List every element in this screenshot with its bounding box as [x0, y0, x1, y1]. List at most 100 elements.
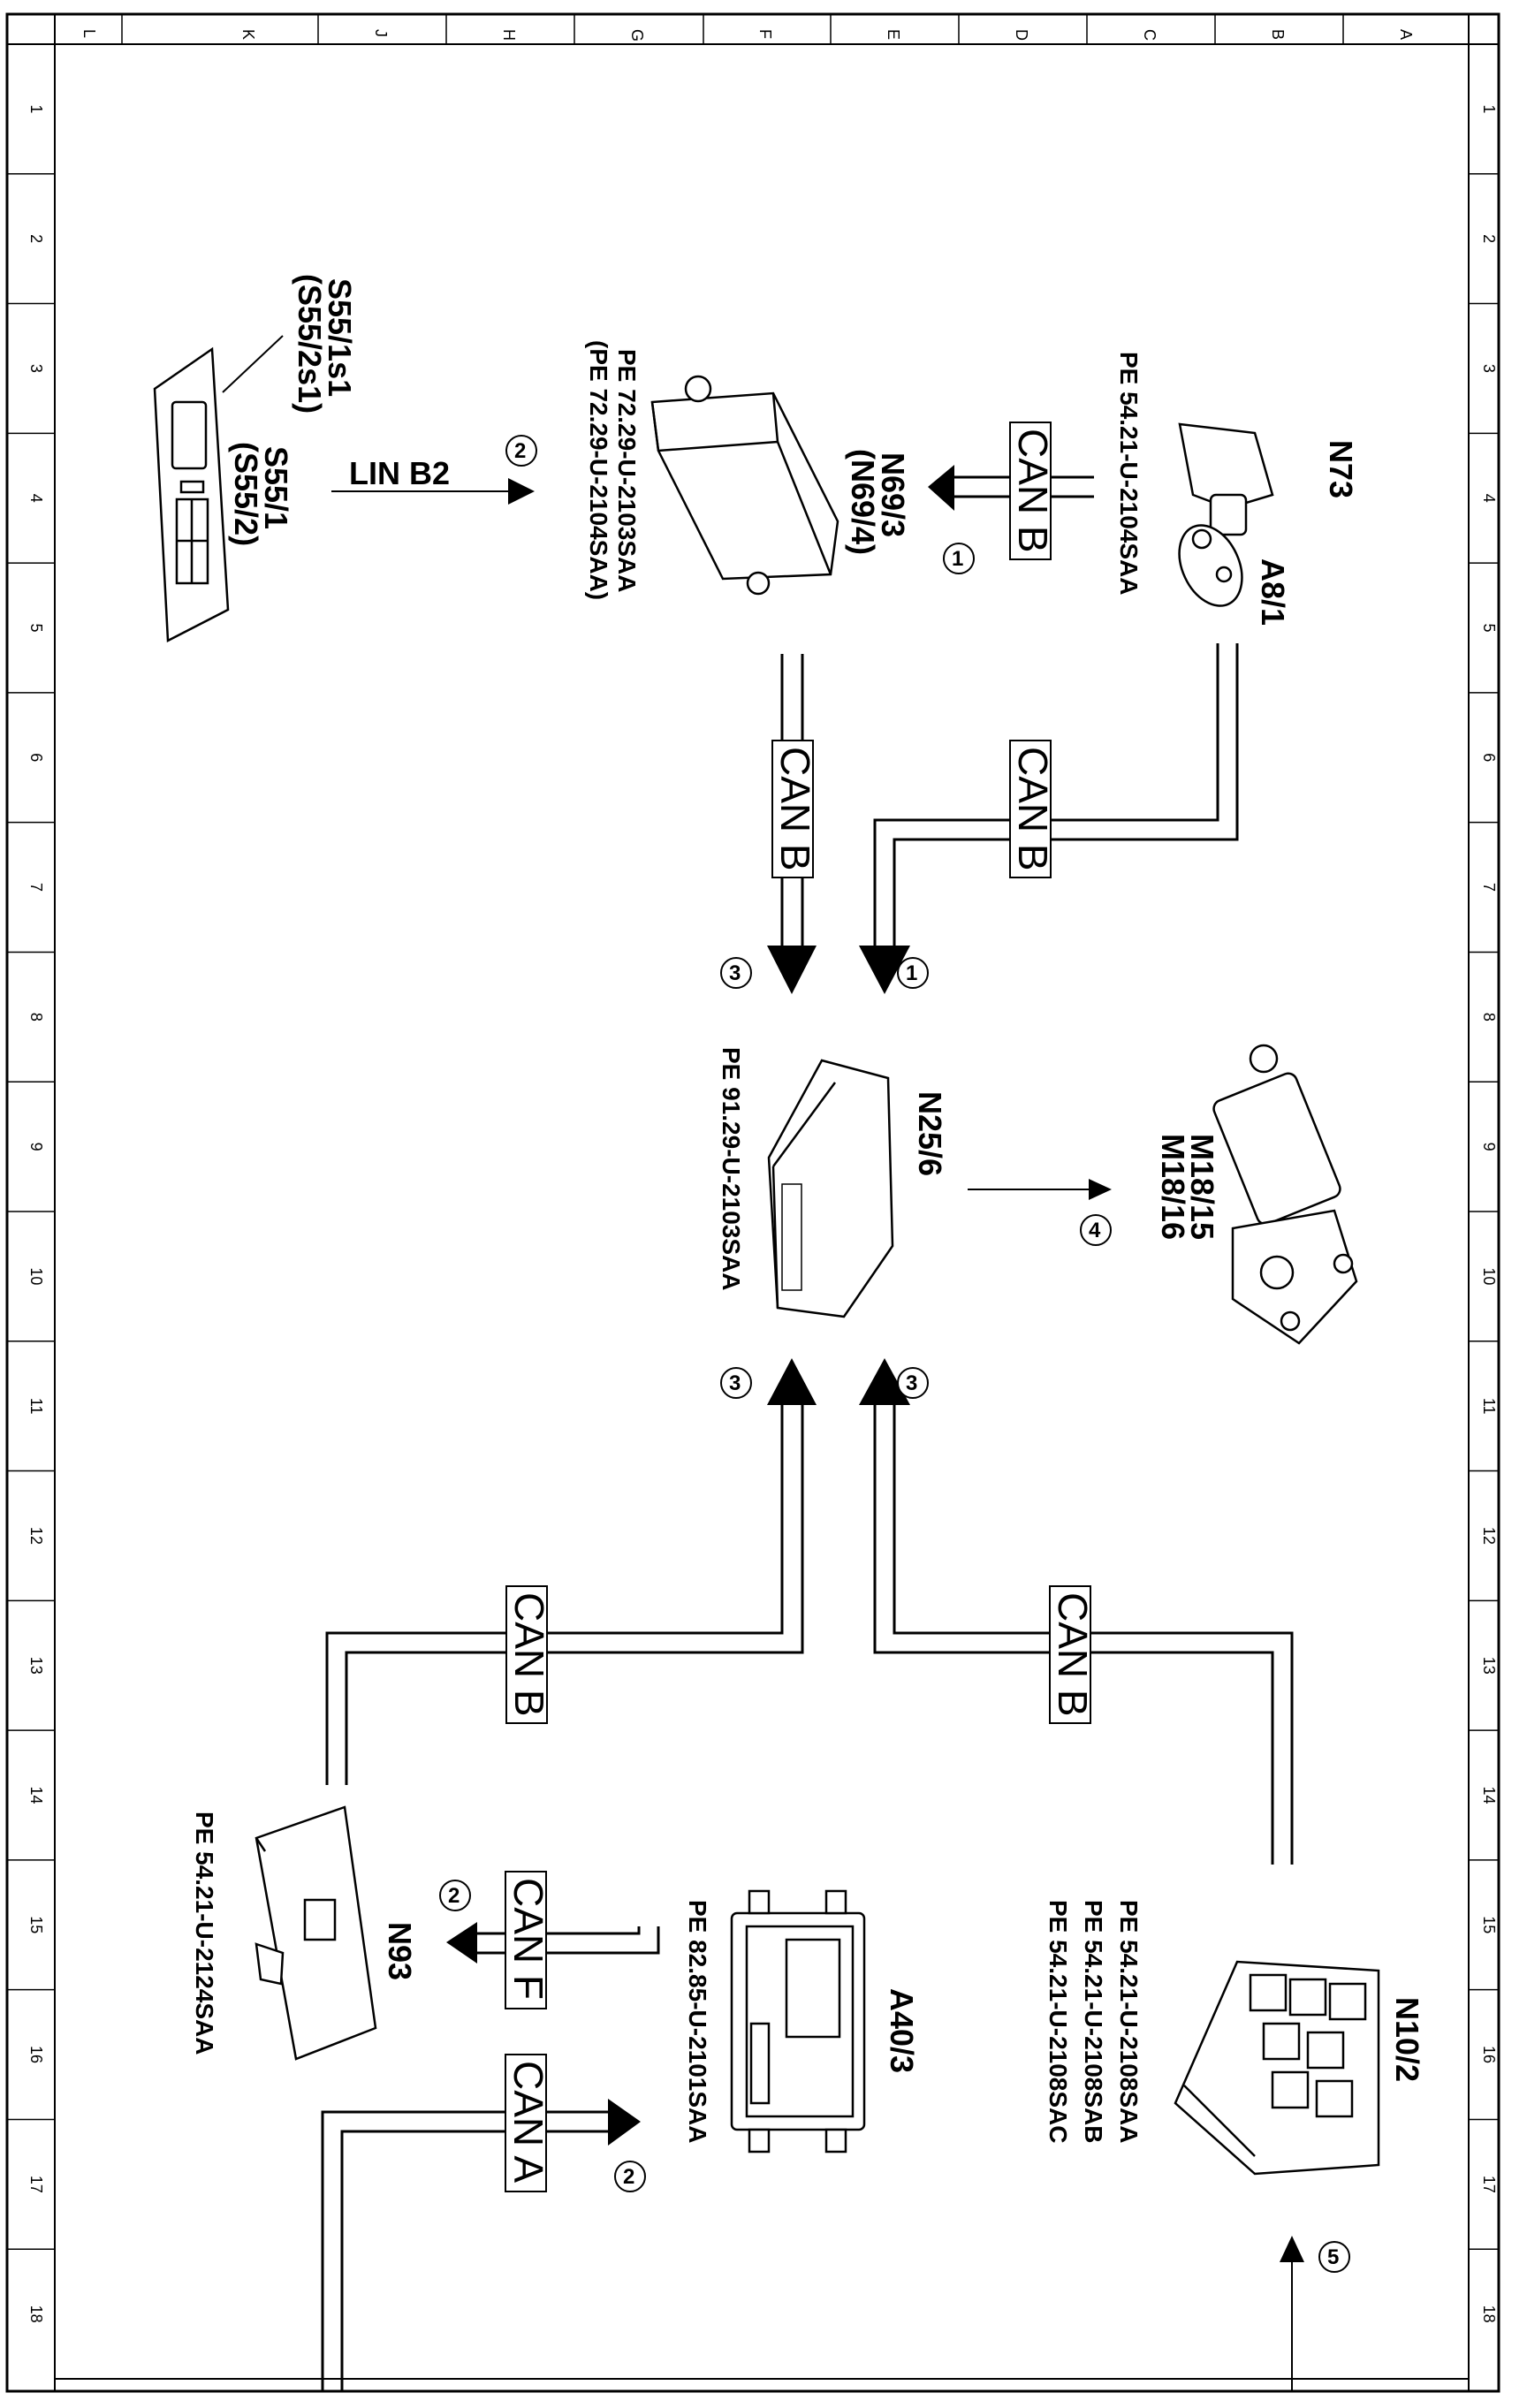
svg-text:CAN B: CAN B — [1010, 747, 1056, 871]
m18-labels: M18/15 M18/16 — [1155, 1134, 1220, 1240]
svg-text:3: 3 — [729, 961, 741, 985]
bus-label-can-b-5: CAN B — [505, 1585, 552, 1724]
svg-text:(S55/2s1): (S55/2s1) — [292, 274, 328, 414]
svg-text:N73: N73 — [1323, 440, 1359, 498]
row-label: 12 — [27, 1527, 45, 1545]
n93-module-drawing — [254, 1805, 377, 2061]
svg-text:PE 54.21-U-2104SAA: PE 54.21-U-2104SAA — [1115, 352, 1143, 595]
svg-text:CAN B: CAN B — [1010, 429, 1056, 553]
row-label: 17 — [27, 2176, 45, 2193]
svg-text:N69/3: N69/3 — [875, 452, 911, 537]
col-label: L — [80, 29, 98, 38]
svg-text:2: 2 — [514, 439, 526, 463]
svg-text:4: 4 — [1089, 1219, 1101, 1242]
n93-labels: N93 PE 54.21-U-2124SAA — [191, 1812, 418, 2055]
bus-label-lin-b2: LIN B2 — [349, 455, 450, 491]
row-label: 13 — [27, 1657, 45, 1675]
svg-text:PE 54.21-U-2108SAA: PE 54.21-U-2108SAA — [1115, 1900, 1143, 2143]
row-label: 10 — [1480, 1267, 1498, 1285]
svg-text:CAN A: CAN A — [505, 2061, 551, 2183]
row-label: 2 — [1480, 234, 1498, 243]
sheet-frame — [5, 12, 1500, 2393]
row-label: 8 — [27, 1013, 45, 1022]
row-label: 2 — [27, 234, 45, 243]
row-label: 15 — [1480, 1916, 1498, 1933]
svg-text:N93: N93 — [382, 1922, 418, 1980]
row-label: 4 — [1480, 494, 1498, 503]
svg-text:CAN B: CAN B — [506, 1592, 552, 1717]
col-label: G — [628, 29, 646, 42]
column-labels: L K J H G F E D C B A — [80, 29, 1415, 42]
n10-module-drawing — [1174, 1960, 1380, 2176]
svg-text:M18/15: M18/15 — [1184, 1134, 1220, 1240]
svg-text:PE 91.29-U-2103SAA: PE 91.29-U-2103SAA — [718, 1047, 745, 1290]
svg-text:PE 82.85-U-2101SAA: PE 82.85-U-2101SAA — [684, 1900, 711, 2143]
row-label: 16 — [27, 2046, 45, 2063]
row-label: 14 — [27, 1786, 45, 1804]
n25-module-drawing — [767, 1059, 894, 1318]
row-label: 1 — [1480, 104, 1498, 113]
svg-text:PE 54.21-U-2108SAC: PE 54.21-U-2108SAC — [1045, 1900, 1072, 2143]
col-label: K — [239, 29, 257, 40]
n25-labels: N25/6 PE 91.29-U-2103SAA — [718, 1047, 948, 1290]
svg-text:CAN F: CAN F — [505, 1878, 551, 2000]
svg-text:S55/1: S55/1 — [258, 446, 294, 529]
col-label: C — [1141, 29, 1159, 41]
row-label: 11 — [27, 1398, 45, 1415]
n69-module-drawing — [650, 375, 839, 596]
svg-text:A8/1: A8/1 — [1255, 558, 1291, 626]
svg-text:N25/6: N25/6 — [912, 1091, 948, 1176]
reference-markers — [439, 435, 1350, 2273]
svg-text:3: 3 — [906, 1371, 917, 1395]
row-label: 9 — [1480, 1143, 1498, 1151]
row-label: 17 — [1480, 2176, 1498, 2193]
row-label: 9 — [27, 1143, 45, 1151]
row-label: 7 — [27, 883, 45, 892]
svg-text:PE 72.29-U-2103SAA: PE 72.29-U-2103SAA — [613, 349, 641, 592]
svg-text:1: 1 — [906, 961, 917, 985]
svg-text:PE 54.21-U-2124SAA: PE 54.21-U-2124SAA — [191, 1812, 218, 2055]
row-label: 8 — [1480, 1013, 1498, 1022]
svg-text:2: 2 — [623, 2165, 634, 2189]
svg-text:2: 2 — [448, 1884, 460, 1908]
svg-text:(S55/2): (S55/2) — [228, 442, 264, 546]
svg-text:N10/2: N10/2 — [1389, 1997, 1425, 2082]
bus-label-can-b-1: CAN B — [1009, 422, 1056, 560]
svg-text:M18/16: M18/16 — [1155, 1134, 1191, 1240]
row-label: 14 — [1480, 1786, 1498, 1804]
row-label: 3 — [1480, 364, 1498, 373]
a40-unit-drawing — [730, 1889, 866, 2154]
row-label: 10 — [27, 1267, 45, 1285]
row-label: 12 — [1480, 1527, 1498, 1545]
n69-labels: N69/3 (N69/4) PE 72.29-U-2103SAA (PE 72.… — [585, 340, 911, 600]
svg-text:(N69/4): (N69/4) — [845, 449, 881, 555]
row-label: 7 — [1480, 883, 1498, 892]
col-label: H — [500, 29, 518, 41]
row-label: 15 — [27, 1916, 45, 1933]
bus-label-can-b-2: CAN B — [1009, 740, 1056, 878]
col-label: D — [1013, 29, 1030, 41]
bus-label-can-b-4: CAN B — [1049, 1585, 1096, 1724]
row-label: 16 — [1480, 2046, 1498, 2063]
bus-label-can-a: CAN A — [505, 2054, 551, 2192]
n73-ignition-switch-drawing — [1178, 422, 1274, 607]
bus-label-can-b-3: CAN B — [771, 740, 818, 878]
s55-labels: S55/1s1 (S55/2s1) S55/1 (S55/2) — [228, 274, 358, 546]
svg-text:(PE 72.29-U-2104SAA): (PE 72.29-U-2104SAA) — [585, 340, 612, 600]
s55-switch-panel-drawing — [153, 346, 230, 642]
col-label: F — [756, 29, 774, 39]
row-label: 18 — [27, 2305, 45, 2323]
row-label: 1 — [27, 104, 45, 113]
row-label: 5 — [1480, 623, 1498, 632]
n73-labels: N73 A8/1 PE 54.21-U-2104SAA — [1115, 352, 1359, 626]
row-label: 4 — [27, 494, 45, 503]
reference-numbers: 2 1 1 3 3 3 4 2 2 5 — [448, 439, 1339, 2269]
m18-motor-drawing — [1212, 1044, 1358, 1345]
col-label: B — [1269, 29, 1287, 40]
row-label: 13 — [1480, 1657, 1498, 1675]
col-label: A — [1397, 29, 1415, 40]
bus-label-can-f: CAN F — [505, 1871, 551, 2009]
n10-labels: N10/2 PE 54.21-U-2108SAA PE 54.21-U-2108… — [1045, 1900, 1425, 2143]
